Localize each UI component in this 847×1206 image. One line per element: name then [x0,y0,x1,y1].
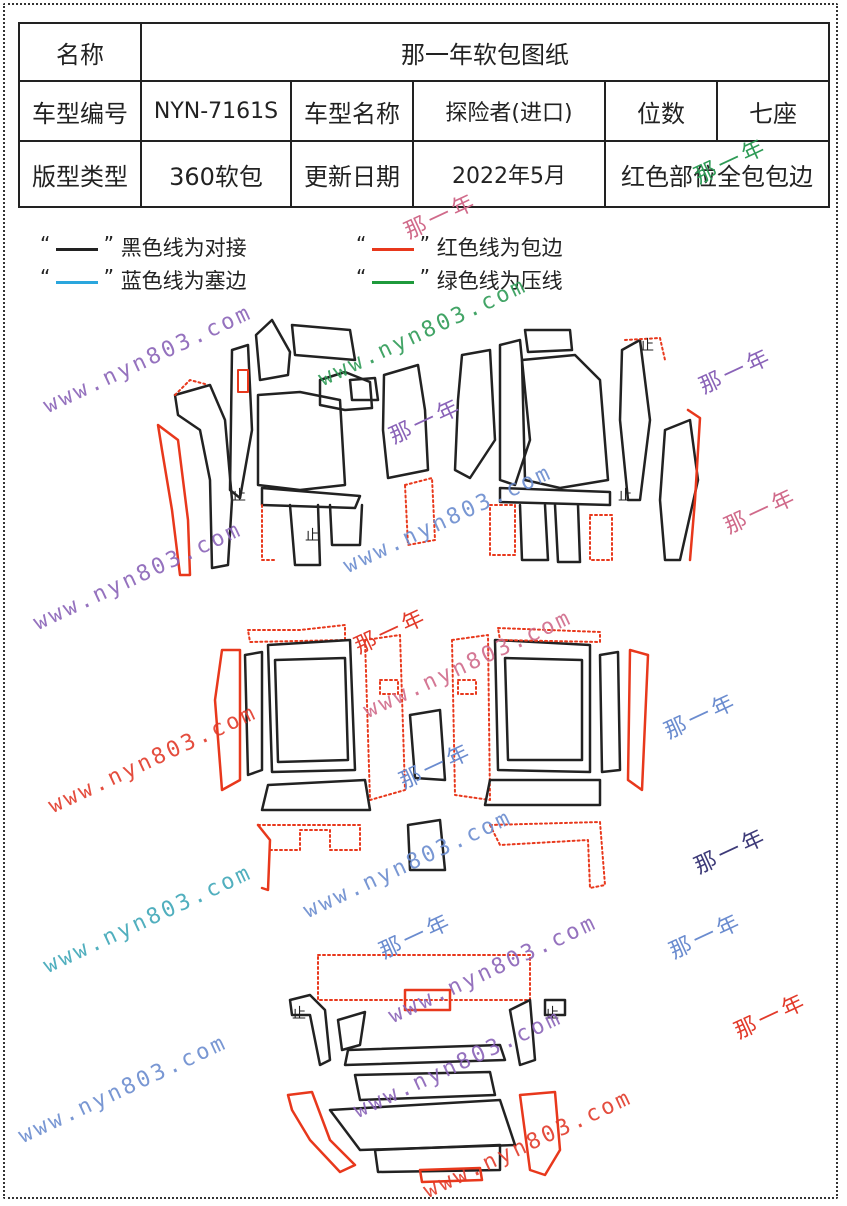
note-value: 红色部位全包包边 [604,140,830,208]
legend-label: 红色线为包边 [436,236,563,260]
stop-mark: 止 [545,1006,563,1022]
page-border [3,3,838,1199]
legend-label: 黑色线为对接 [120,236,247,260]
rear-floor-panel [328,1098,517,1152]
legend-item-red: 红色线为包边 [356,232,563,262]
stop-mark: 止 [292,1006,310,1022]
stop-mark: 止 [618,488,636,504]
model-name-label: 车型名称 [290,80,414,142]
stop-mark: 止 [305,528,323,544]
tunnel-right-panel [453,348,497,480]
legend-item-green: 绿色线为压线 [356,265,563,295]
center-console-piece [318,370,374,412]
seats-value: 七座 [716,80,830,142]
left-red-strip [156,423,192,577]
middle-left-red-strip [213,648,242,792]
front-left-floor [256,390,347,492]
left-side-panel [173,383,234,570]
stop-mark: 止 [232,488,250,504]
right-side-panel [658,418,700,562]
middle-tunnel [408,708,447,782]
middle-left-floor [266,638,357,774]
name-label: 名称 [18,22,142,82]
middle-right-red-strip [626,648,650,792]
rear-row-patterns [286,954,567,1184]
front-right-floor [520,353,610,490]
type-value: 360软包 [140,140,292,208]
name-value: 那一年软包图纸 [140,22,830,82]
right-pillar-panel [498,338,532,487]
red-line-swatch [372,248,414,251]
green-line-swatch [372,281,414,284]
black-line-swatch [56,248,98,251]
spec-table: 名称 那一年软包图纸 车型编号 NYN-7161S 车型名称 探险者(进口) 位… [18,22,830,208]
legend-item-blue: 蓝色线为塞边 [40,265,247,295]
tunnel-left-panel [381,363,430,480]
right-red-strip [686,408,702,562]
blue-line-swatch [56,281,98,284]
model-no-label: 车型编号 [18,80,142,142]
rear-crossbar [343,1043,507,1067]
left-pillar-panel [228,343,254,500]
model-no-value: NYN-7161S [140,80,292,142]
front-row-patterns [156,318,702,577]
legend-label: 蓝色线为塞边 [120,269,247,293]
date-label: 更新日期 [290,140,414,208]
middle-row-patterns [213,624,650,892]
seats-label: 位数 [604,80,718,142]
type-label: 版型类型 [18,140,142,208]
legend-item-black: 黑色线为对接 [40,232,247,262]
legend-label: 绿色线为压线 [436,269,563,293]
date-value: 2022年5月 [412,140,606,208]
middle-right-floor [493,638,592,774]
stop-mark: 止 [640,338,658,354]
model-name-value: 探险者(进口) [412,80,606,142]
